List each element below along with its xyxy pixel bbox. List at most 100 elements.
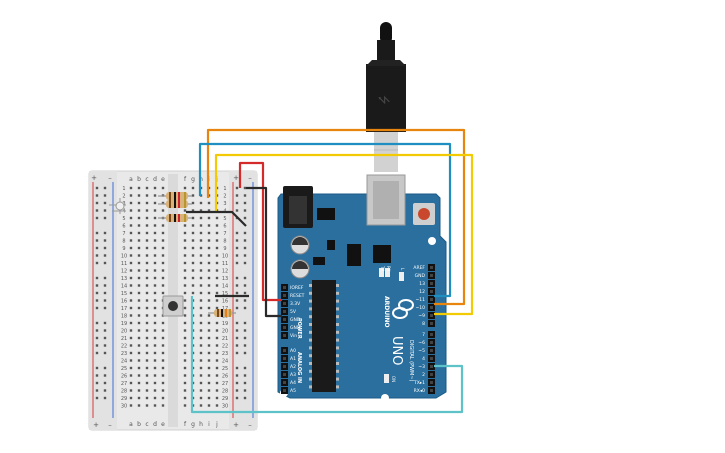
rail-hole[interactable] [235, 366, 239, 370]
rail-hole[interactable] [103, 231, 107, 235]
breadboard-hole[interactable] [129, 329, 133, 332]
breadboard-hole[interactable] [183, 231, 187, 235]
breadboard-hole[interactable] [137, 291, 141, 295]
breadboard-hole[interactable] [161, 381, 165, 385]
breadboard-hole[interactable] [207, 216, 211, 220]
rail-hole[interactable] [95, 389, 99, 392]
breadboard-hole[interactable] [145, 261, 149, 265]
breadboard-hole[interactable] [207, 239, 211, 242]
rail-hole[interactable] [235, 231, 239, 235]
breadboard-hole[interactable] [137, 216, 141, 220]
breadboard-hole[interactable] [199, 344, 203, 347]
rail-hole[interactable] [243, 299, 247, 302]
breadboard-hole[interactable] [199, 374, 203, 377]
breadboard-hole[interactable] [153, 216, 157, 220]
rail-hole[interactable] [95, 186, 99, 190]
rail-hole[interactable] [95, 276, 99, 280]
rail-hole[interactable] [103, 186, 107, 190]
breadboard-hole[interactable] [207, 314, 211, 317]
breadboard-hole[interactable] [215, 366, 219, 370]
breadboard-hole[interactable] [161, 389, 165, 392]
breadboard-hole[interactable] [199, 201, 203, 205]
breadboard-hole[interactable] [161, 291, 165, 295]
breadboard-hole[interactable] [153, 404, 157, 407]
rail-hole[interactable] [103, 276, 107, 280]
breadboard-hole[interactable] [145, 246, 149, 250]
rail-hole[interactable] [95, 344, 99, 347]
breadboard-hole[interactable] [215, 246, 219, 250]
breadboard-hole[interactable] [215, 224, 219, 227]
rail-hole[interactable] [95, 254, 99, 257]
breadboard-hole[interactable] [129, 351, 133, 355]
breadboard-hole[interactable] [161, 201, 165, 205]
breadboard-hole[interactable] [183, 329, 187, 332]
breadboard-hole[interactable] [129, 321, 133, 325]
breadboard-hole[interactable] [145, 359, 149, 362]
breadboard-hole[interactable] [199, 261, 203, 265]
rail-hole[interactable] [243, 374, 247, 377]
breadboard-hole[interactable] [183, 314, 187, 317]
breadboard-hole[interactable] [153, 359, 157, 362]
breadboard-hole[interactable] [153, 314, 157, 317]
breadboard-hole[interactable] [199, 291, 203, 295]
breadboard-hole[interactable] [137, 351, 141, 355]
breadboard-hole[interactable] [153, 246, 157, 250]
breadboard-hole[interactable] [199, 381, 203, 385]
breadboard-hole[interactable] [215, 299, 219, 302]
breadboard-hole[interactable] [161, 269, 165, 272]
rail-hole[interactable] [103, 261, 107, 265]
breadboard-hole[interactable] [207, 359, 211, 362]
breadboard-hole[interactable] [129, 359, 133, 362]
breadboard-hole[interactable] [153, 276, 157, 280]
breadboard-hole[interactable] [129, 291, 133, 295]
resistor-1[interactable] [158, 192, 192, 200]
breadboard-hole[interactable] [137, 239, 141, 242]
breadboard-hole[interactable] [183, 396, 187, 400]
breadboard-hole[interactable] [145, 389, 149, 392]
breadboard-hole[interactable] [191, 201, 195, 205]
breadboard-hole[interactable] [129, 231, 133, 235]
breadboard-hole[interactable] [129, 306, 133, 310]
breadboard-hole[interactable] [183, 389, 187, 392]
rail-hole[interactable] [95, 306, 99, 310]
breadboard-hole[interactable] [153, 306, 157, 310]
breadboard-hole[interactable] [137, 194, 141, 197]
rail-hole[interactable] [103, 246, 107, 250]
breadboard-hole[interactable] [161, 231, 165, 235]
breadboard-hole[interactable] [161, 396, 165, 400]
breadboard-hole[interactable] [183, 306, 187, 310]
breadboard-hole[interactable] [145, 404, 149, 407]
breadboard-hole[interactable] [145, 269, 149, 272]
breadboard-hole[interactable] [191, 216, 195, 220]
breadboard-hole[interactable] [137, 269, 141, 272]
breadboard-hole[interactable] [145, 239, 149, 242]
breadboard-hole[interactable] [137, 314, 141, 317]
breadboard-hole[interactable] [215, 321, 219, 325]
breadboard-hole[interactable] [191, 291, 195, 295]
breadboard-hole[interactable] [129, 336, 133, 340]
breadboard-hole[interactable] [153, 254, 157, 257]
rail-hole[interactable] [243, 246, 247, 250]
breadboard-hole[interactable] [137, 321, 141, 325]
breadboard-hole[interactable] [215, 374, 219, 377]
rail-hole[interactable] [235, 389, 239, 392]
breadboard-hole[interactable] [145, 344, 149, 347]
breadboard-hole[interactable] [129, 254, 133, 257]
breadboard-hole[interactable] [215, 291, 219, 295]
rail-hole[interactable] [103, 299, 107, 302]
breadboard-hole[interactable] [153, 336, 157, 340]
rail-hole[interactable] [95, 216, 99, 220]
breadboard-hole[interactable] [153, 321, 157, 325]
breadboard-hole[interactable] [137, 224, 141, 227]
breadboard-hole[interactable] [207, 224, 211, 227]
rail-hole[interactable] [103, 291, 107, 295]
rail-hole[interactable] [243, 194, 247, 197]
breadboard-hole[interactable] [191, 224, 195, 227]
breadboard-hole[interactable] [199, 284, 203, 287]
breadboard-hole[interactable] [183, 374, 187, 377]
breadboard-hole[interactable] [191, 194, 195, 197]
rail-hole[interactable] [235, 299, 239, 302]
breadboard-hole[interactable] [137, 299, 141, 302]
breadboard-hole[interactable] [161, 351, 165, 355]
breadboard-hole[interactable] [215, 239, 219, 242]
